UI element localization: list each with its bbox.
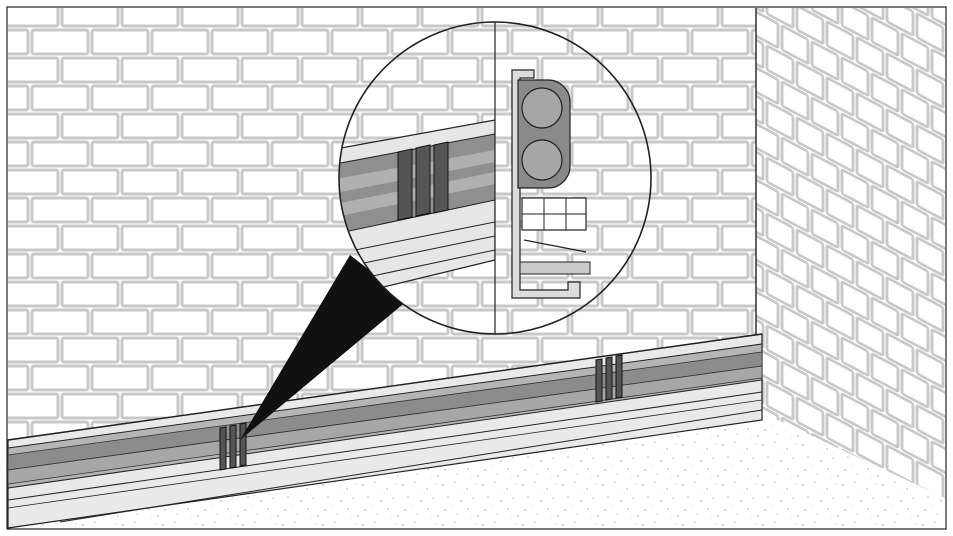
skirting-rail	[7, 333, 763, 529]
side-brick-wall	[756, 8, 945, 498]
skirting-profile-cross-section-icon	[511, 69, 591, 299]
cable-clip-right	[595, 354, 623, 403]
callout-pointer	[240, 255, 408, 440]
cable-clip-left	[219, 422, 247, 471]
speckled-floor	[8, 420, 945, 528]
